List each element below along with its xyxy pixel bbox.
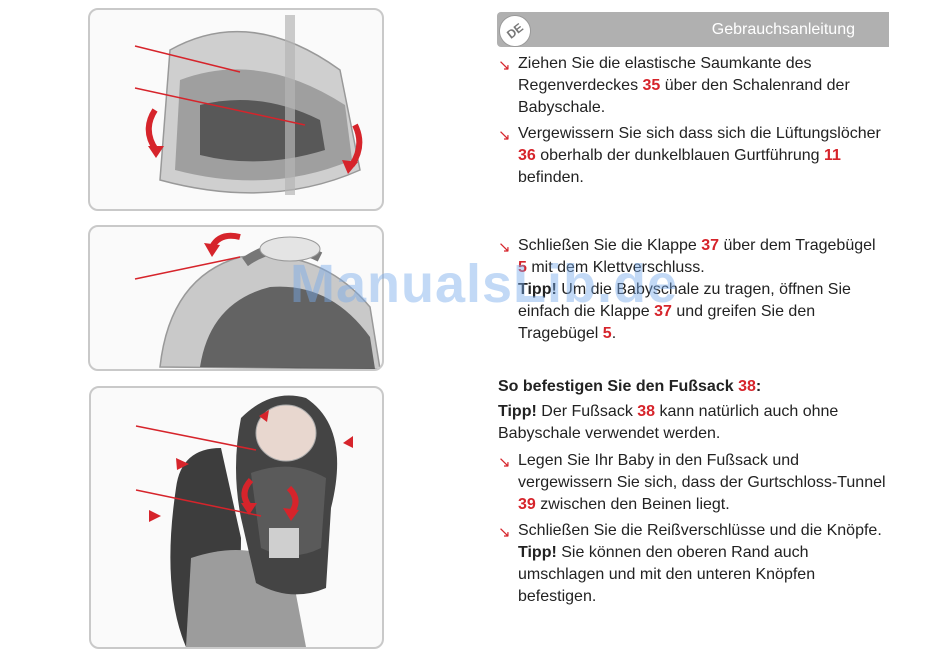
text-run: Um die Babyschale zu tragen, öffnen Sie … xyxy=(518,281,851,320)
reference-number: 5 xyxy=(602,325,612,342)
pointer-line-37 xyxy=(134,256,241,280)
section-header: DE Gebrauchsanleitung xyxy=(492,8,889,54)
step-arrow-icon: ↘ xyxy=(498,239,511,256)
step-text: Vergewissern Sie sich dass sich die Lüft… xyxy=(518,123,888,189)
text-run: Legen Sie Ihr Baby in den Fußsack und ve… xyxy=(518,452,886,491)
text-run: und greifen Sie den Tragebügel xyxy=(518,303,816,342)
reference-number: 39 xyxy=(518,496,536,513)
text-run: über dem Tragebügel xyxy=(719,237,876,254)
instruction-step: ↘ Legen Sie Ihr Baby in den Fußsack und … xyxy=(498,450,888,516)
tip-text: Tipp! Sie können den oberen Rand auch um… xyxy=(518,542,888,608)
reference-number: 38 xyxy=(637,403,656,420)
instruction-step: ↘ Ziehen Sie die elastische Saumkante de… xyxy=(498,53,888,119)
photo-flap xyxy=(88,225,384,371)
text-run: oberhalb der dunkelblauen Gurtführung xyxy=(535,147,824,164)
instruction-step: ↘ Schließen Sie die Reißverschlüsse und … xyxy=(498,520,888,608)
step-text: Schließen Sie die Reißverschlüsse und di… xyxy=(518,520,888,542)
step-arrow-icon: ↘ xyxy=(498,57,511,74)
instruction-step: ↘ Schließen Sie die Klappe 37 über dem T… xyxy=(498,235,888,345)
text-run: : xyxy=(755,378,762,395)
tip-label: Tipp! xyxy=(518,544,557,561)
reference-number: 38 xyxy=(738,378,756,395)
step-arrow-icon: ↘ xyxy=(498,127,511,144)
tip-label: Tipp! xyxy=(518,281,557,298)
text-run: Ziehen Sie die elastische Saumkante des … xyxy=(518,55,812,94)
step-text: Ziehen Sie die elastische Saumkante des … xyxy=(518,53,888,119)
text-run: mit dem Klettverschluss. xyxy=(526,259,705,276)
step-arrow-icon: ↘ xyxy=(498,524,511,541)
tip-label: Tipp! xyxy=(498,403,537,420)
reference-number: 5 xyxy=(518,259,527,276)
button-pointer-icon xyxy=(343,436,353,448)
button-pointer-icon xyxy=(149,510,161,522)
pointer-line-35 xyxy=(134,45,241,73)
pointer-line-38 xyxy=(135,425,257,451)
text-run: Sie können den oberen Rand auch umschlag… xyxy=(518,544,816,605)
reference-number: 37 xyxy=(654,303,672,320)
button-pointer-icon xyxy=(259,410,269,422)
step-arrow-icon: ↘ xyxy=(498,454,511,471)
step-text: Schließen Sie die Klappe 37 über dem Tra… xyxy=(518,235,888,279)
text-run: über den Schalenrand der Babyschale. xyxy=(518,77,850,116)
raincover-illustration xyxy=(134,15,363,195)
footmuff-heading: So befestigen Sie den Fußsack 38: xyxy=(498,376,888,398)
pointer-line-39 xyxy=(135,489,262,517)
watermark: ManualsLib.de xyxy=(290,254,679,314)
reference-number: 35 xyxy=(642,77,661,94)
text-run: Der Fußsack xyxy=(536,403,638,420)
header-title: Gebrauchsanleitung xyxy=(711,21,855,38)
tip-text: Tipp! Um die Babyschale zu tragen, öffne… xyxy=(518,279,888,345)
step-text: Legen Sie Ihr Baby in den Fußsack und ve… xyxy=(518,450,888,516)
button-pointer-icon xyxy=(176,458,189,470)
text-run: kann natürlich auch ohne Babyschale verw… xyxy=(498,403,839,442)
text-run: So befestigen Sie den Fußsack xyxy=(498,378,739,395)
text-run: . xyxy=(611,325,617,342)
flap-illustration xyxy=(134,232,381,369)
footmuff-illustration xyxy=(135,395,353,647)
photo-footmuff xyxy=(89,386,384,649)
text-run: Schließen Sie die Reißverschlüsse und di… xyxy=(518,522,882,539)
text-run: befinden. xyxy=(518,169,584,186)
rotate-arrow-left-icon xyxy=(145,108,159,152)
reference-number: 36 xyxy=(518,147,536,164)
pointer-line-36 xyxy=(134,87,306,126)
text-run: Vergewissern Sie sich dass sich die Lüft… xyxy=(518,125,881,142)
language-badge: DE xyxy=(492,8,538,54)
photo-raincover xyxy=(88,8,384,211)
reference-number: 37 xyxy=(701,237,720,254)
reference-number: 11 xyxy=(824,147,841,164)
instruction-step: ↘ Vergewissern Sie sich dass sich die Lü… xyxy=(498,123,888,189)
text-run: zwischen den Beinen liegt. xyxy=(535,496,730,513)
footmuff-tip: Tipp! Der Fußsack 38 kann natürlich auch… xyxy=(498,401,888,445)
text-run: Schließen Sie die Klappe xyxy=(518,237,702,254)
